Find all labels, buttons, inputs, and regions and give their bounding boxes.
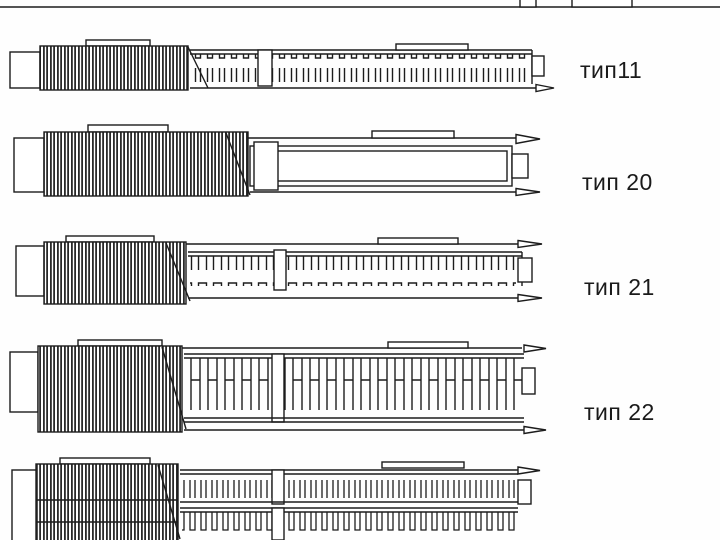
convector-fins-upper	[182, 474, 516, 498]
panel-edge-tip-top	[523, 344, 547, 353]
top-bracket-right	[381, 461, 465, 469]
fold-line	[225, 132, 251, 196]
fin-break-lower	[271, 507, 285, 540]
convector-fins-left	[190, 256, 274, 286]
end-cap	[11, 469, 39, 540]
panel-edge-tip-top	[517, 239, 543, 249]
fold-line	[161, 346, 187, 430]
radiator-type22-drawing	[9, 339, 547, 435]
radiator-type33-partial-drawing	[11, 457, 541, 540]
valve-stub	[521, 367, 536, 395]
plain-panel-inner	[254, 150, 508, 182]
convector-fins	[192, 54, 530, 82]
corrugated-panel	[37, 345, 183, 433]
top-bracket	[59, 457, 151, 465]
panel-edge-tip-top	[517, 466, 541, 475]
top-bracket	[85, 39, 151, 47]
cropped-top-edge	[0, 0, 720, 8]
top-bracket-right	[377, 237, 459, 245]
convector-fins-right	[286, 256, 516, 286]
valve-stub	[511, 153, 529, 179]
radiator-type11-drawing	[9, 39, 555, 93]
convector-fins-left	[186, 358, 270, 418]
panel-edge-tip-bottom	[523, 425, 547, 435]
fin-break	[273, 249, 287, 291]
fin-break	[257, 49, 273, 87]
fold-line	[157, 464, 181, 540]
radiator-type20-drawing	[13, 124, 541, 197]
top-bracket-right	[395, 43, 469, 51]
valve-stub	[517, 479, 532, 505]
fin-break-upper	[271, 469, 285, 505]
panel-edge-tip-bottom	[515, 187, 541, 197]
corrugated-panel	[43, 241, 187, 305]
end-cap	[9, 51, 41, 89]
valve-stub	[531, 55, 545, 77]
top-bracket	[77, 339, 163, 347]
end-cap	[15, 245, 45, 297]
end-cap	[13, 137, 45, 193]
corrugated-panel	[35, 463, 179, 540]
corrugated-panel	[43, 131, 249, 197]
corrugated-panel	[39, 45, 189, 91]
radiator-type21-drawing	[15, 235, 543, 305]
convector-fins-lower	[182, 512, 516, 536]
panel-edge-tip	[535, 83, 555, 93]
panel-edge-tip-top	[515, 133, 541, 145]
type-label-21: тип 21	[584, 274, 655, 300]
convector-fins-right	[284, 358, 522, 418]
valve-stub	[517, 257, 533, 283]
panel-edge-tip-bottom	[517, 293, 543, 303]
top-bracket	[87, 124, 169, 133]
fold-line	[165, 242, 191, 302]
separator-plate	[253, 141, 279, 191]
top-bracket-right	[371, 130, 455, 139]
end-cap	[9, 351, 39, 413]
top-bracket	[65, 235, 155, 243]
fin-break	[271, 353, 285, 423]
top-bracket-right	[387, 341, 469, 349]
type-label-11: тип11	[580, 57, 643, 83]
type-label-22: тип 22	[584, 399, 655, 425]
type-label-20: тип 20	[582, 169, 653, 195]
